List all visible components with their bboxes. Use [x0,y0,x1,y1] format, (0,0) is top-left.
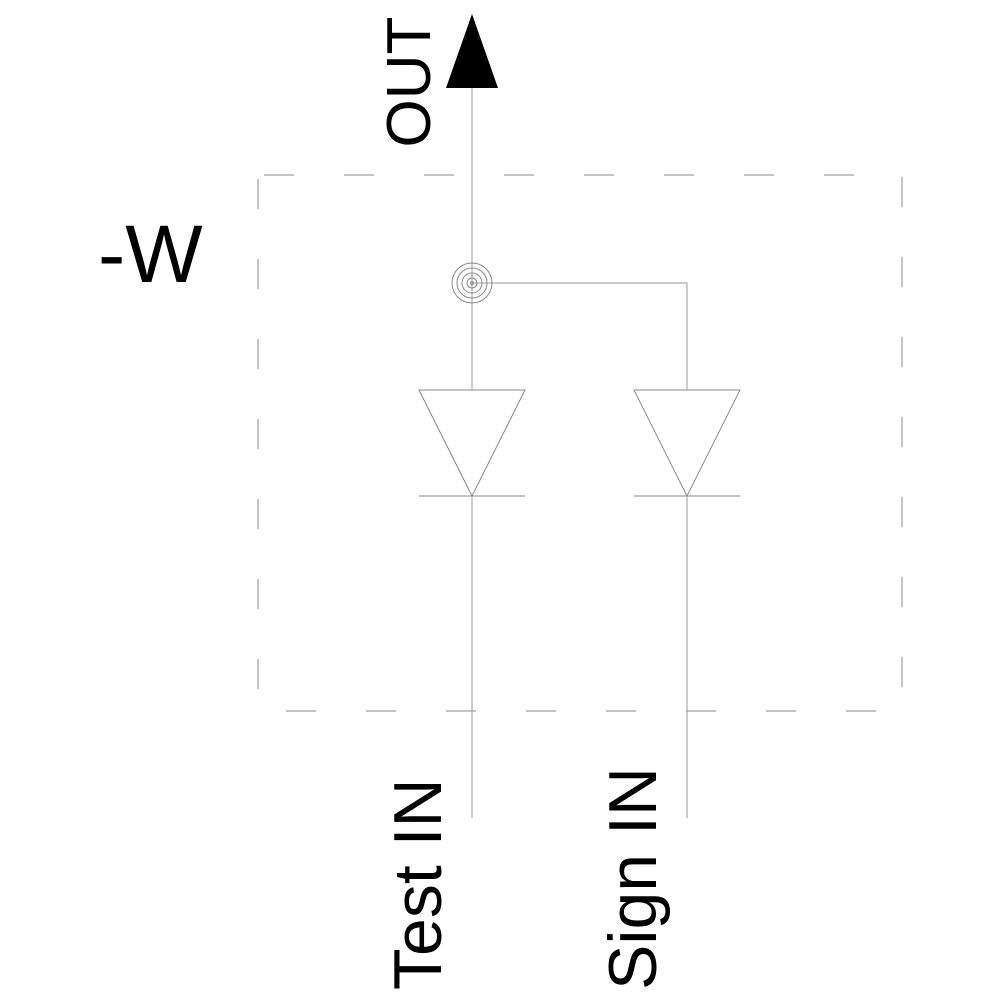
component-frame [257,174,903,712]
output-label: OUT [375,17,444,148]
test-input-label: Test IN [380,778,456,990]
diode-icon [633,389,741,498]
diode-icon [418,389,526,498]
arrow-up-icon [446,14,498,88]
sign-branch-wire [472,282,688,390]
junction-icon [451,262,493,304]
component-designation: -W [98,209,203,300]
sign-input-label: Sign IN [595,767,671,990]
